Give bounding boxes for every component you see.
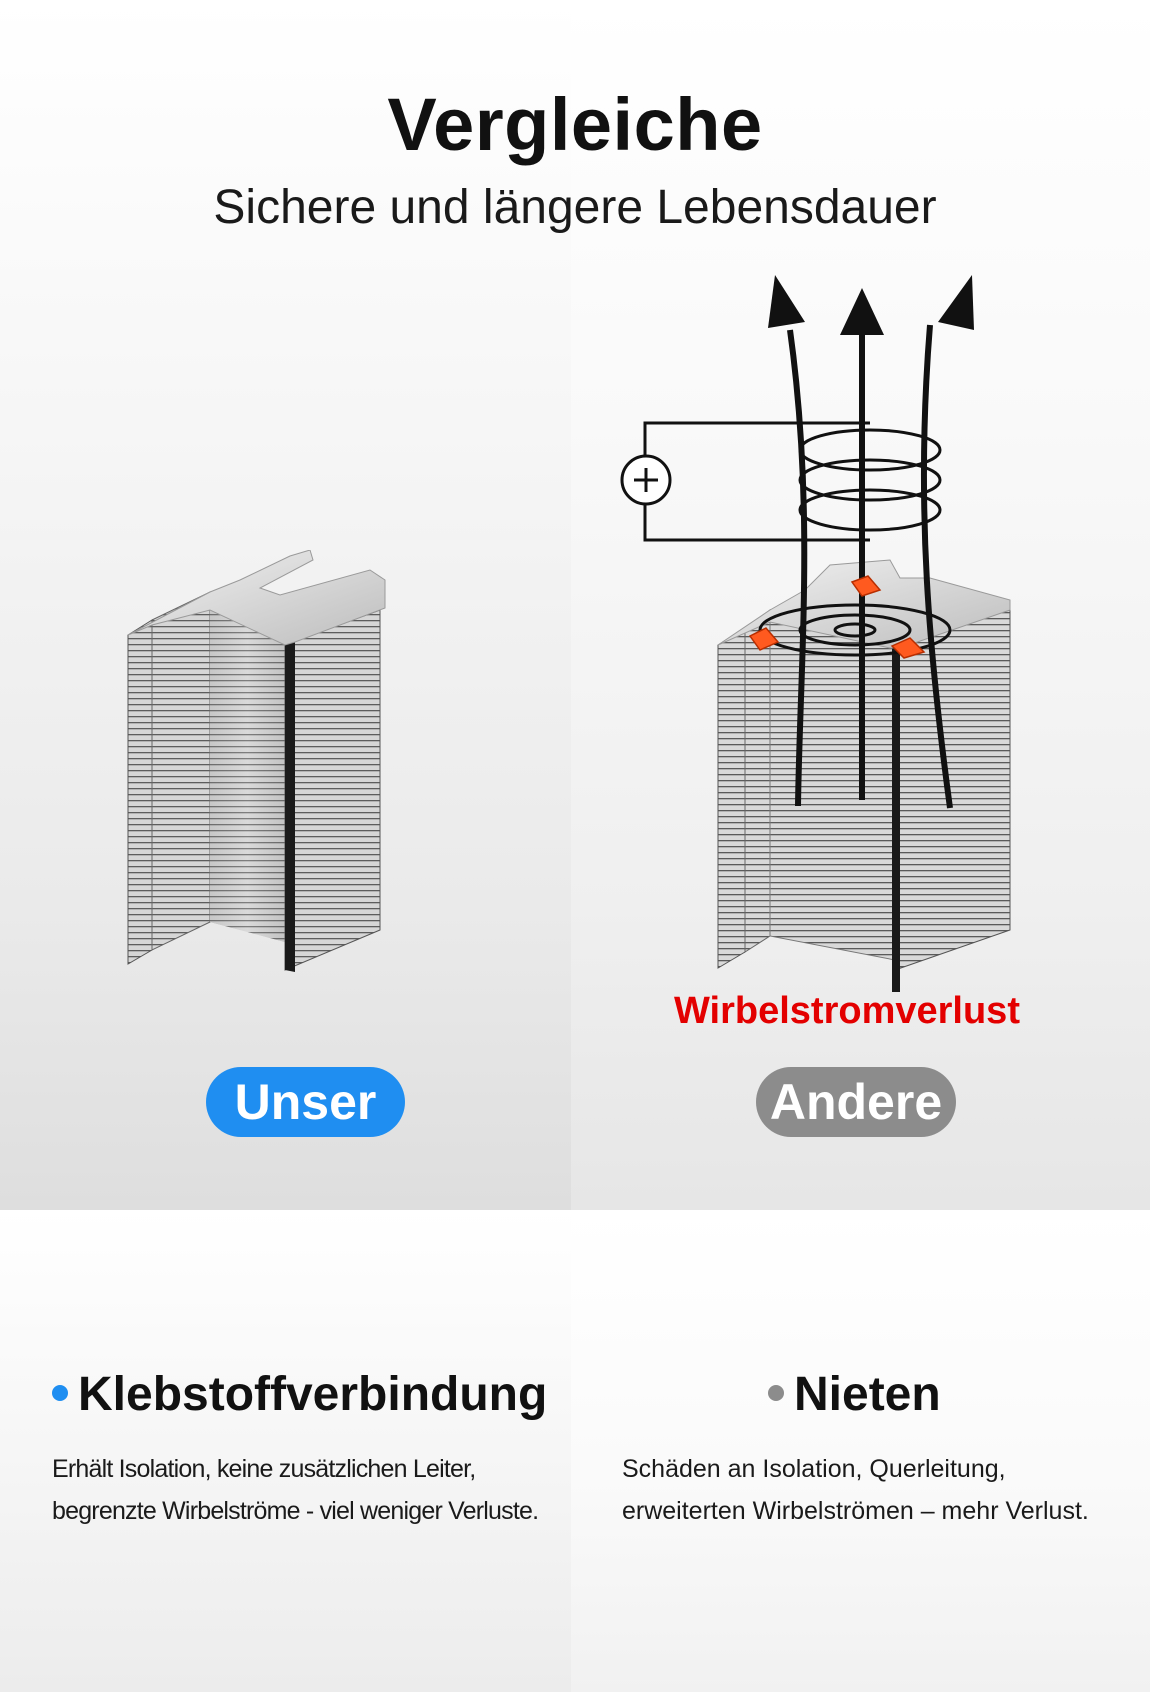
ours-description-line: begrenzte Wirbelströme - viel weniger Ve…	[52, 1497, 539, 1525]
core-web	[210, 592, 285, 942]
others-feature-panel	[571, 1210, 1150, 1692]
blue-bullet-icon	[52, 1385, 68, 1402]
others-feature-title: Nieten	[768, 1363, 941, 1427]
ours-feature-panel	[0, 1210, 571, 1692]
eddy-current-rings	[758, 603, 952, 657]
others-description-line: erweiterten Wirbelströmen – mehr Verlust…	[622, 1497, 1089, 1525]
core-right-flange	[284, 609, 381, 972]
ours-description-line: Erhält Isolation, keine zusätzlichen Lei…	[52, 1455, 476, 1483]
ours-feature-description: Erhält Isolation, keine zusätzlichen Lei…	[52, 1448, 572, 1532]
page-title: Vergleiche	[387, 83, 763, 166]
rivet-points	[748, 575, 926, 659]
others-badge: Andere	[756, 1067, 956, 1137]
ours-badge: Unser	[206, 1067, 405, 1137]
bonded-core-illustration	[127, 550, 386, 972]
ours-feature-title-text: Klebstoffverbindung	[78, 1368, 548, 1421]
riveted-core-illustration	[620, 275, 1011, 992]
field-lines	[787, 320, 953, 809]
field-arrowheads	[768, 275, 974, 335]
others-description-line: Schäden an Isolation, Querleitung,	[622, 1455, 1006, 1483]
others-feature-description: Schäden an Isolation, Querleitung, erwei…	[622, 1448, 1142, 1532]
others-feature-title-text: Nieten	[794, 1368, 941, 1421]
core-left-flange	[127, 591, 211, 965]
coil-circuit	[620, 421, 942, 542]
ours-feature-title: Klebstoffverbindung	[52, 1363, 547, 1427]
gray-bullet-icon	[768, 1385, 784, 1402]
page-subtitle: Sichere und längere Lebensdauer	[213, 181, 937, 234]
core-top-face	[127, 550, 386, 646]
eddy-current-loss-label: Wirbelstromverlust	[674, 990, 1020, 1032]
